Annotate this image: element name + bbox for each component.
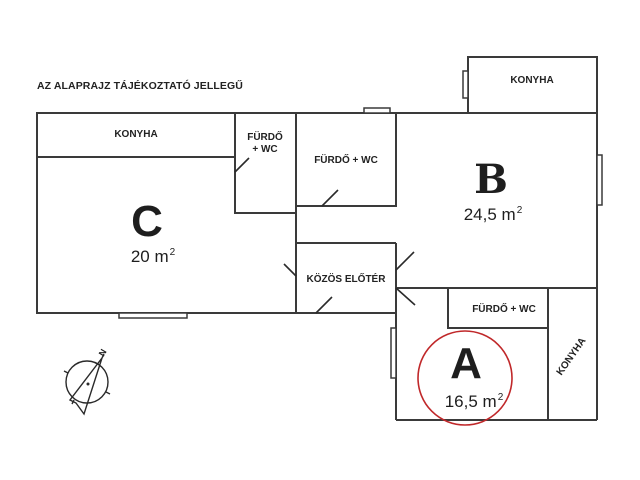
door-b-bath: [321, 189, 339, 207]
door-c-bath: [234, 157, 250, 173]
window: [118, 312, 188, 319]
door-b-hall: [395, 251, 415, 271]
common-hallway-label: KÖZÖS ELŐTÉR: [306, 274, 386, 285]
unit-a-bath-label: FÜRDŐ + WC: [472, 304, 536, 315]
unit-b-area: 24,5 m2: [464, 205, 523, 225]
unit-c-bath-label-line1: FÜRDŐ: [247, 132, 283, 143]
window: [462, 70, 469, 99]
disclaimer-note: AZ ALAPRAJZ TÁJÉKOZTATÓ JELLEGŰ: [37, 80, 243, 92]
unit-b-letter: B: [474, 156, 508, 203]
unit-a-area-exp: 2: [497, 392, 504, 403]
unit-a-letter: A: [450, 339, 482, 388]
unit-a-highlight-circle: [417, 330, 513, 426]
unit-b-area-exp: 2: [516, 205, 523, 216]
unit-c-area-value: 20 m: [130, 247, 169, 266]
unit-c-letter: C: [131, 197, 163, 246]
door-a-hall: [395, 287, 416, 306]
unit-c-bath-label: FÜRDŐ + WC: [247, 132, 283, 156]
window: [390, 327, 397, 379]
unit-c-area-exp: 2: [169, 247, 176, 258]
unit-c-bath-label-line2: + WC: [252, 144, 278, 155]
unit-c-area: 20 m2: [131, 247, 175, 267]
unit-c-kitchen-label: KONYHA: [114, 129, 158, 140]
door-hall-bottom: [315, 296, 333, 314]
unit-b-kitchen-label: KONYHA: [510, 75, 554, 86]
unit-b-area-value: 24,5 m: [463, 205, 516, 224]
window: [363, 107, 391, 114]
unit-a-area: 16,5 m2: [445, 392, 504, 412]
door-c-hall: [283, 263, 297, 277]
unit-a-area-value: 16,5 m: [444, 392, 497, 411]
unit-b-bath-label: FÜRDŐ + WC: [314, 155, 378, 166]
compass-north-label: N: [97, 347, 109, 358]
north-arrow-icon: [63, 353, 111, 416]
window: [596, 154, 603, 206]
doors: [234, 157, 416, 314]
windows: [118, 70, 603, 379]
